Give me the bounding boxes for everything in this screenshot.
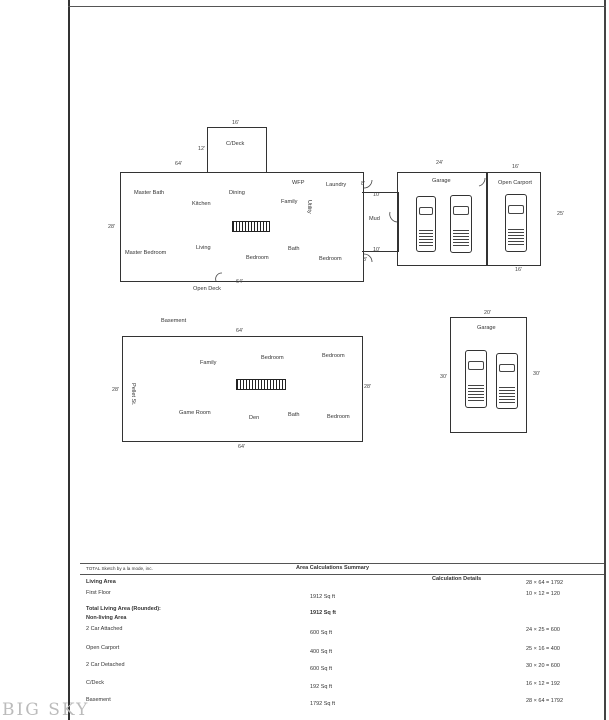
area-row-value: 600 Sq ft xyxy=(310,666,333,672)
carport-label: Open Carport xyxy=(498,180,532,186)
deck-depth-dim: 12' xyxy=(198,146,206,152)
basement-width-bottom-dim: 64' xyxy=(238,444,246,450)
area-row-calc: 25 × 16 = 400 xyxy=(526,646,560,652)
area-row-calc: 28 × 64 = 1792 xyxy=(526,698,564,704)
room-bedroom-1: Bedroom xyxy=(246,255,269,261)
room-utility: Utility xyxy=(306,200,312,214)
attached-garage xyxy=(397,172,488,266)
open-carport xyxy=(486,172,541,266)
area-row-label: Total Living Area (Rounded): xyxy=(86,606,161,612)
deck-width-dim: 16' xyxy=(232,120,240,126)
area-row-value: 1912 Sq ft xyxy=(310,610,336,616)
house-width-bottom-dim: 64' xyxy=(236,279,244,285)
area-row-value: 1792 Sq ft xyxy=(310,701,336,707)
basement-stairs xyxy=(236,379,286,390)
garage-label: Garage xyxy=(432,178,451,184)
big-sky-watermark: BIG SKY xyxy=(2,700,90,720)
connector-bottom-dim: 10' xyxy=(373,247,381,253)
basement-outline xyxy=(122,336,363,442)
room-kitchen: Kitchen xyxy=(192,201,211,207)
sketch-credit: TOTAL Sketch by a la mode, inc. xyxy=(86,566,153,571)
area-row-calc: 16 × 12 = 192 xyxy=(526,681,560,687)
garage-depth-dim: 25' xyxy=(557,211,565,217)
garage-width-dim: 24' xyxy=(436,160,444,166)
area-row-label: Non-living Area xyxy=(86,615,127,621)
detached-garage xyxy=(450,317,527,433)
basement-room-game-room: Game Room xyxy=(179,410,211,416)
area-row-label: Open Carport xyxy=(86,645,120,651)
basement-room-bedroom-2: Bedroom xyxy=(322,353,345,359)
area-row-label: 2 Car Detached xyxy=(86,662,125,668)
footer-top-rule xyxy=(80,563,604,564)
covered-deck xyxy=(207,127,267,173)
area-row-value: 400 Sq ft xyxy=(310,649,333,655)
room-wfp: WFP xyxy=(292,180,305,186)
basement-depth-right-dim: 28' xyxy=(364,384,372,390)
basement-depth-left-dim: 28' xyxy=(112,387,120,393)
area-row-calc: 30 × 20 = 600 xyxy=(526,663,560,669)
open-deck-label: Open Deck xyxy=(193,286,221,292)
house-depth-dim: 28' xyxy=(108,224,116,230)
room-dining: Dining xyxy=(229,190,245,196)
area-row-calc: 28 × 64 = 1792 xyxy=(526,580,564,586)
room-mud: Mud xyxy=(369,216,380,222)
details-title: Calculation Details xyxy=(432,576,482,582)
basement-room-bedroom-1: Bedroom xyxy=(261,355,284,361)
car-icon xyxy=(450,195,472,253)
basement-room-bedroom-3: Bedroom xyxy=(327,414,350,420)
room-bath: Bath xyxy=(288,246,300,252)
detached-garage-depth-left-dim: 30' xyxy=(440,374,448,380)
main-house-outline xyxy=(120,172,364,282)
car-icon xyxy=(496,353,518,409)
room-laundry: Laundry xyxy=(326,182,347,188)
basement-room-family: Family xyxy=(200,360,217,366)
area-row-label: Basement xyxy=(86,697,111,703)
basement-title: Basement xyxy=(161,318,187,324)
bump-top-dim: 8' xyxy=(361,181,366,187)
basement-room-den: Den xyxy=(249,415,260,421)
room-master-bedroom: Master Bedroom xyxy=(125,250,167,256)
detached-garage-width-dim: 20' xyxy=(484,310,492,316)
car-icon xyxy=(465,350,487,408)
basement-room-bath: Bath xyxy=(288,412,300,418)
room-family: Family xyxy=(281,199,298,205)
summary-title: Area Calculations Summary xyxy=(296,565,370,571)
deck-label: C/Deck xyxy=(226,141,245,147)
room-bedroom-2: Bedroom xyxy=(319,256,342,262)
house-width-top-dim: 64' xyxy=(175,161,183,167)
carport-width-top-dim: 16' xyxy=(512,164,520,170)
sheet-border xyxy=(68,0,606,720)
area-row-label: 2 Car Attached xyxy=(86,626,123,632)
sheet-top-edge xyxy=(68,0,606,7)
area-row-label: Living Area xyxy=(86,579,116,585)
basement-pellet-stove: Pellet St. xyxy=(130,383,136,406)
room-living: Living xyxy=(196,245,211,251)
area-row-label: C/Deck xyxy=(86,680,105,686)
area-row-calc: 10 × 12 = 120 xyxy=(526,591,560,597)
area-row-value: 192 Sq ft xyxy=(310,684,333,690)
area-row-value: 1912 Sq ft xyxy=(310,594,336,600)
carport-width-bottom-dim: 16' xyxy=(515,267,523,273)
stairs xyxy=(232,221,270,232)
mud-connector xyxy=(362,192,399,252)
car-icon xyxy=(505,194,527,252)
room-master-bath: Master Bath xyxy=(134,190,165,196)
footer-header-rule xyxy=(80,574,604,575)
basement-width-top-dim: 64' xyxy=(236,328,244,334)
detached-garage-label: Garage xyxy=(477,325,496,331)
car-icon xyxy=(416,196,436,252)
detached-garage-depth-right-dim: 30' xyxy=(533,371,541,377)
area-row-value: 600 Sq ft xyxy=(310,630,333,636)
connector-top-dim: 10' xyxy=(373,192,381,198)
area-row-calc: 24 × 25 = 600 xyxy=(526,627,560,633)
area-row-label: First Floor xyxy=(86,590,111,596)
bump-bottom-dim: 8' xyxy=(363,257,368,263)
